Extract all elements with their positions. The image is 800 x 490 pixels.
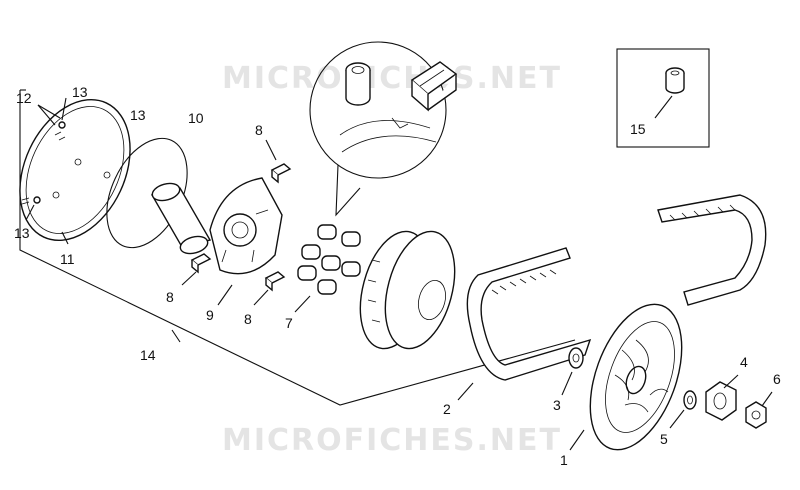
callout-4: 4: [740, 354, 748, 370]
callout-7: 7: [285, 315, 293, 331]
callout-1: 1: [560, 452, 568, 468]
roller-icon: [345, 62, 371, 106]
kit-bracket-lines: [19, 89, 576, 406]
callout-2: 2: [443, 401, 451, 417]
callout-labels: 12 13 13 10 13 11 14 8 8 9 8 7 2 3 1 5 4…: [14, 84, 781, 468]
slider-8b-icon: [190, 253, 212, 274]
callout-3: 3: [553, 397, 561, 413]
callout-14: 14: [140, 347, 156, 363]
callout-8-right: 8: [244, 311, 252, 327]
callout-11: 11: [60, 251, 75, 267]
fixed-pulley-icon: [589, 303, 683, 451]
flange-nut-icon: [705, 381, 737, 421]
leader-15: [654, 95, 673, 119]
callout-10: 10: [188, 110, 204, 126]
callout-5: 5: [660, 431, 668, 447]
callout-8-left: 8: [166, 289, 174, 305]
belt-icon: [466, 194, 767, 381]
screw-icon: [21, 121, 66, 205]
spacer-icon: [665, 67, 685, 94]
callout-6: 6: [773, 371, 781, 387]
washer-5-icon: [683, 390, 697, 410]
slider-icon: [410, 61, 458, 112]
watermark-top: MICROFICHES.NET: [222, 61, 562, 96]
washer-3-icon: [568, 347, 584, 369]
detail-magnifier: [309, 41, 447, 217]
slider-8c-icon: [264, 271, 286, 292]
hex-nut-icon: [745, 401, 767, 429]
cover-plate-icon: [19, 98, 131, 242]
pulley-icon: [359, 230, 456, 350]
callout-13-top: 13: [72, 84, 88, 100]
callout-9: 9: [206, 307, 214, 323]
inset-frame: [616, 48, 710, 148]
leader-lines: [25, 97, 773, 451]
callout-13-left: 13: [14, 225, 30, 241]
callout-15: 15: [630, 121, 646, 137]
watermark-bottom: MICROFICHES.NET: [222, 423, 562, 458]
slider-8a-icon: [270, 163, 292, 184]
bushing-icon: [150, 182, 212, 255]
callout-12: 12: [16, 90, 32, 106]
callout-13-mid: 13: [130, 107, 146, 123]
ramp-plate-icon: [209, 177, 283, 275]
rollers-icon: [297, 224, 361, 295]
callout-8-top: 8: [255, 122, 263, 138]
